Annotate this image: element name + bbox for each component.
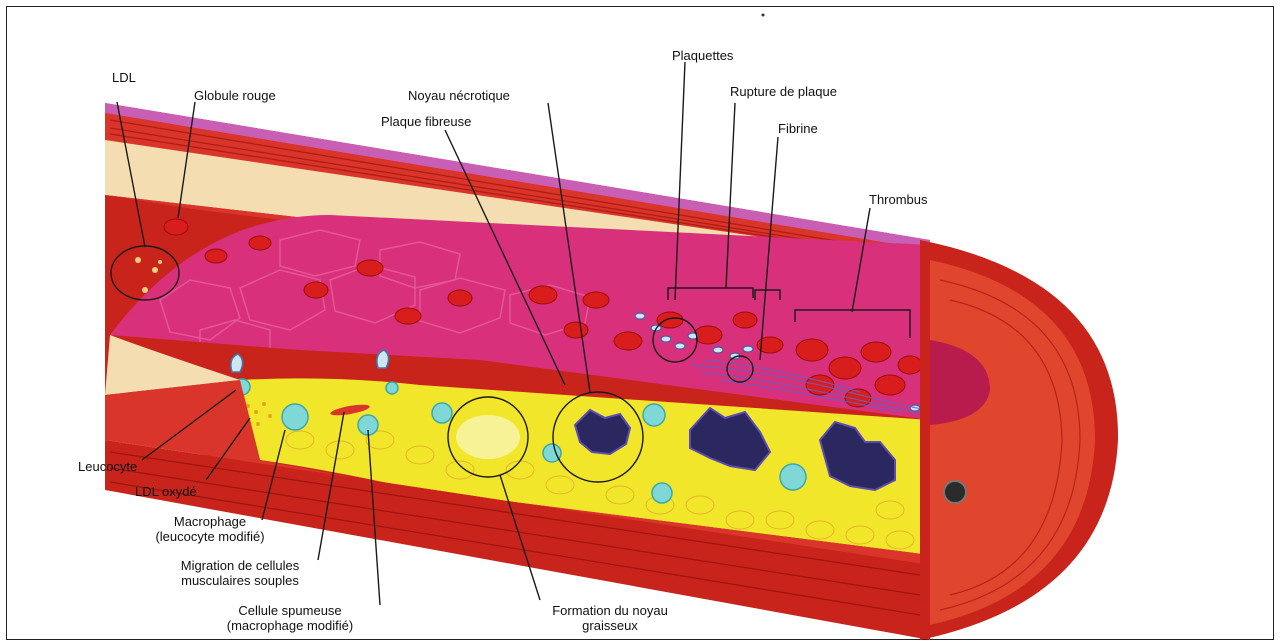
fatty-core [456,415,520,459]
label-thrombus: Thrombus [869,192,928,207]
label-ldl: LDL [112,70,136,85]
label-plaque-fibreuse: Plaque fibreuse [381,114,471,129]
label-cellule-spumeuse-line1: Cellule spumeuse [215,603,365,618]
label-macrophage: Macrophage (leucocyte modifié) [155,514,265,544]
label-formation: Formation du noyau graisseux [530,603,690,633]
label-macrophage-line1: Macrophage [155,514,265,529]
label-migration: Migration de cellules musculaires souple… [155,558,325,588]
cell-nucleus [944,481,966,503]
label-formation-line2: graisseux [530,618,690,633]
label-plaquettes: Plaquettes [672,48,733,63]
label-ldl-oxyde: LDL oxydé [135,484,197,499]
label-rupture-plaque: Rupture de plaque [730,84,837,99]
label-leucocyte: Leucocyte [78,459,137,474]
label-migration-line1: Migration de cellules [155,558,325,573]
label-formation-line1: Formation du noyau [530,603,690,618]
label-globule-rouge: Globule rouge [194,88,276,103]
label-macrophage-line2: (leucocyte modifié) [155,529,265,544]
label-fibrine: Fibrine [778,121,818,136]
label-cellule-spumeuse: Cellule spumeuse (macrophage modifié) [215,603,365,633]
label-noyau-necrotique: Noyau nécrotique [408,88,510,103]
label-cellule-spumeuse-line2: (macrophage modifié) [215,618,365,633]
label-migration-line2: musculaires souples [155,573,325,588]
